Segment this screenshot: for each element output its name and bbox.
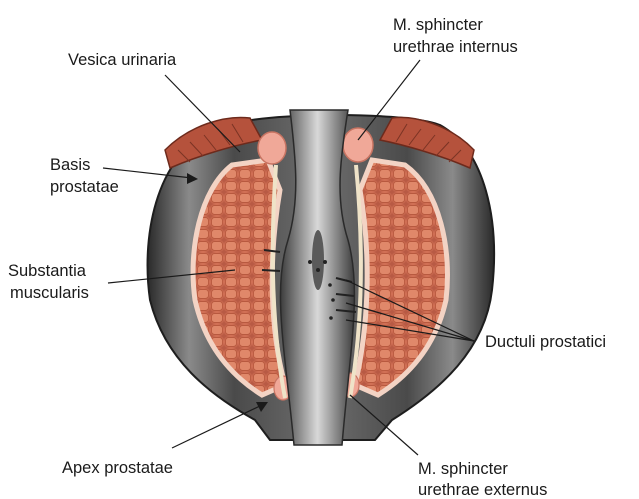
label-sphincter-internus-line2: urethrae internus	[393, 38, 518, 56]
label-basis-line1: Basis	[50, 156, 90, 174]
label-sphincter-externus-line2: urethrae externus	[418, 481, 547, 499]
label-basis-line2: prostatae	[50, 178, 119, 196]
label-apex-prostatae: Apex prostatae	[62, 459, 173, 477]
internal-sphincter-left	[258, 132, 286, 164]
label-substantia-line2: muscularis	[10, 284, 89, 302]
leader-apex	[172, 405, 262, 448]
internal-sphincter-right	[343, 128, 373, 162]
label-substantia-line1: Substantia	[8, 262, 87, 280]
label-sphincter-internus-line1: M. sphincter	[393, 16, 483, 34]
label-sphincter-externus-line1: M. sphincter	[418, 460, 508, 478]
label-vesica-urinaria: Vesica urinaria	[68, 51, 177, 69]
label-ductuli-prostatici: Ductuli prostatici	[485, 333, 606, 351]
